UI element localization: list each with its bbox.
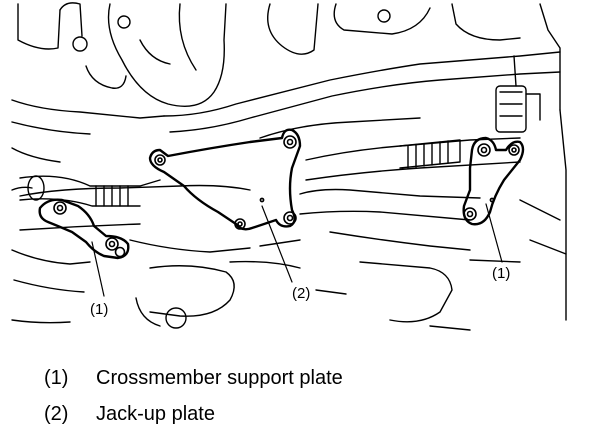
legend-number: (1) xyxy=(44,367,69,389)
callout-right-plate: (1) xyxy=(492,265,510,282)
legend-item-crossmember-support-plate: (1) Crossmember support plate xyxy=(44,367,343,390)
background-components xyxy=(11,2,561,191)
right-crossmember-support-plate xyxy=(462,136,525,226)
callout-jackup-plate: (2) xyxy=(292,285,310,302)
right-mount xyxy=(495,55,567,321)
legend-number: (2) xyxy=(44,403,69,425)
exhaust-pipe xyxy=(19,139,461,207)
legend-item-jack-up-plate: (2) Jack-up plate xyxy=(44,403,215,426)
legend-label: Crossmember support plate xyxy=(96,367,343,389)
legend-label: Jack-up plate xyxy=(96,403,215,425)
callout-leaders xyxy=(91,203,503,297)
right-plate-bolts xyxy=(463,143,520,221)
left-plate-bolts xyxy=(53,201,126,258)
jack-up-plate xyxy=(148,128,302,231)
jack-up-plate-bolts xyxy=(154,135,297,230)
callout-left-plate: (1) xyxy=(90,301,108,318)
lower-components xyxy=(11,231,521,331)
left-crossmember-support-plate xyxy=(38,198,130,260)
